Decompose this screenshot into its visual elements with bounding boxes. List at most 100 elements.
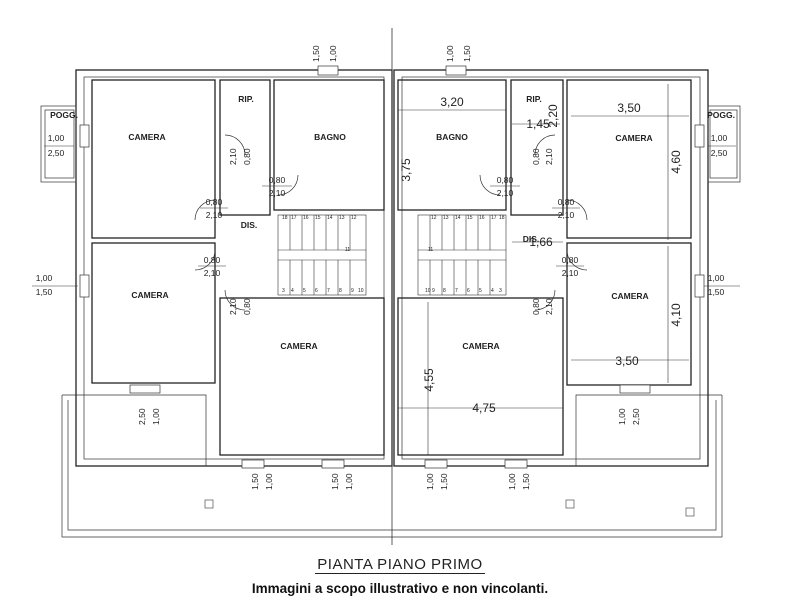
room-labels: CAMERA CAMERA RIP. BAGNO DIS. CAMERA BAG… <box>50 94 735 351</box>
dim-label: 3,50 <box>617 101 641 115</box>
dim-label: 2,10 <box>269 188 286 198</box>
dim-label: 1,00 <box>151 408 161 425</box>
dim-label: 4,55 <box>422 368 436 392</box>
step-label: 11 <box>345 247 350 253</box>
step-label: 12 <box>431 215 437 221</box>
dim-label: 2,50 <box>711 148 728 158</box>
dim-label: 1,50 <box>462 45 472 62</box>
dim-label: 1,00 <box>445 45 455 62</box>
dim-label: 1,50 <box>311 45 321 62</box>
dim-label: 2,50 <box>631 408 641 425</box>
dim-label: 0,80 <box>269 175 286 185</box>
room-label-dis: DIS. <box>523 234 540 244</box>
dim-label: 0,80 <box>497 175 514 185</box>
dim-label: 0,80 <box>558 197 575 207</box>
dim-label: 1,50 <box>708 287 725 297</box>
step-label: 9 <box>351 288 354 294</box>
step-label: 18 <box>282 215 288 221</box>
step-label: 6 <box>467 288 470 294</box>
step-label: 14 <box>455 215 461 221</box>
step-label: 16 <box>479 215 485 221</box>
step-label: 4 <box>291 288 294 294</box>
balcony-bottom <box>61 394 723 538</box>
room-label-camera: CAMERA <box>131 290 168 300</box>
dim-label: 0,80 <box>242 298 252 315</box>
step-label: 17 <box>291 215 297 221</box>
dim-label: 1,00 <box>48 133 65 143</box>
step-label: 7 <box>455 288 458 294</box>
dim-label: 1,00 <box>344 473 354 490</box>
dimension-lines <box>397 84 689 455</box>
step-label: 15 <box>467 215 473 221</box>
dim-label: 0,80 <box>206 197 223 207</box>
dim-label: 0,80 <box>204 255 221 265</box>
dim-label: 2,10 <box>497 188 514 198</box>
step-label: 7 <box>327 288 330 294</box>
dim-label: 1,50 <box>250 473 260 490</box>
room-label-camera: CAMERA <box>615 133 652 143</box>
dim-label: 1,45 <box>526 117 550 131</box>
room-label-rip: RIP. <box>238 94 253 104</box>
dim-label: 2,10 <box>228 298 238 315</box>
dim-label: 1,66 <box>529 235 553 249</box>
stairs-left: 18 17 16 15 14 13 12 11 3 4 5 6 7 8 9 10 <box>277 214 367 296</box>
dim-label: 2,10 <box>558 210 575 220</box>
doors <box>194 134 588 311</box>
room-label-dis: DIS. <box>241 220 258 230</box>
dim-label: 1,50 <box>521 473 531 490</box>
dim-label: 3,50 <box>615 354 639 368</box>
plan-title: PIANTA PIANO PRIMO <box>0 556 800 574</box>
windows <box>79 65 705 469</box>
dim-label: 2,10 <box>228 148 238 165</box>
dim-label: 4,60 <box>669 150 683 174</box>
dim-label: 2,10 <box>204 268 221 278</box>
stairs-right: 12 13 14 15 16 17 18 11 10 9 8 7 6 5 4 3 <box>417 214 507 296</box>
dim-label: 1,00 <box>328 45 338 62</box>
dim-label: 3,20 <box>440 95 464 109</box>
step-label: 3 <box>282 288 285 294</box>
step-label: 17 <box>491 215 497 221</box>
room-label-camera: CAMERA <box>280 341 317 351</box>
dim-label: 0,80 <box>562 255 579 265</box>
dim-label: 2,50 <box>137 408 147 425</box>
step-label: 18 <box>499 215 505 221</box>
room-label-pogg: POGG. <box>707 110 735 120</box>
dim-label: 2,10 <box>206 210 223 220</box>
room-label-bagno: BAGNO <box>314 132 346 142</box>
dim-label: 1,00 <box>507 473 517 490</box>
step-label: 14 <box>327 215 333 221</box>
step-label: 6 <box>315 288 318 294</box>
step-label: 9 <box>432 288 435 294</box>
dim-label: 1,00 <box>708 273 725 283</box>
step-label: 16 <box>303 215 309 221</box>
dim-label: 2,20 <box>546 104 560 128</box>
dim-label: 2,10 <box>544 148 554 165</box>
step-label: 12 <box>351 215 357 221</box>
dim-label: 1,00 <box>711 133 728 143</box>
dim-label: 1,50 <box>330 473 340 490</box>
outer-walls <box>75 28 709 545</box>
room-label-camera: CAMERA <box>128 132 165 142</box>
interior-walls <box>91 79 692 456</box>
dim-label: 2,10 <box>562 268 579 278</box>
step-label: 13 <box>443 215 449 221</box>
dim-label: 3,75 <box>399 158 413 182</box>
dim-label: 1,50 <box>439 473 449 490</box>
dim-label: 2,10 <box>544 298 554 315</box>
disclaimer-note: Immagini a scopo illustrativo e non vinc… <box>251 581 549 596</box>
step-label: 8 <box>339 288 342 294</box>
dim-label: 1,00 <box>617 408 627 425</box>
dim-label: 1,00 <box>425 473 435 490</box>
dim-label: 4,10 <box>669 303 683 327</box>
room-label-rip: RIP. <box>526 94 541 104</box>
step-label: 15 <box>315 215 321 221</box>
dimension-labels: 1,50 1,00 1,00 1,50 1,00 2,50 1,00 2,50 … <box>32 45 740 490</box>
side-balconies <box>40 105 741 183</box>
step-label: 8 <box>443 288 446 294</box>
dim-label: 1,00 <box>36 273 53 283</box>
step-label: 11 <box>428 247 433 253</box>
room-label-camera: CAMERA <box>611 291 648 301</box>
step-label: 13 <box>339 215 345 221</box>
step-label: 3 <box>499 288 502 294</box>
